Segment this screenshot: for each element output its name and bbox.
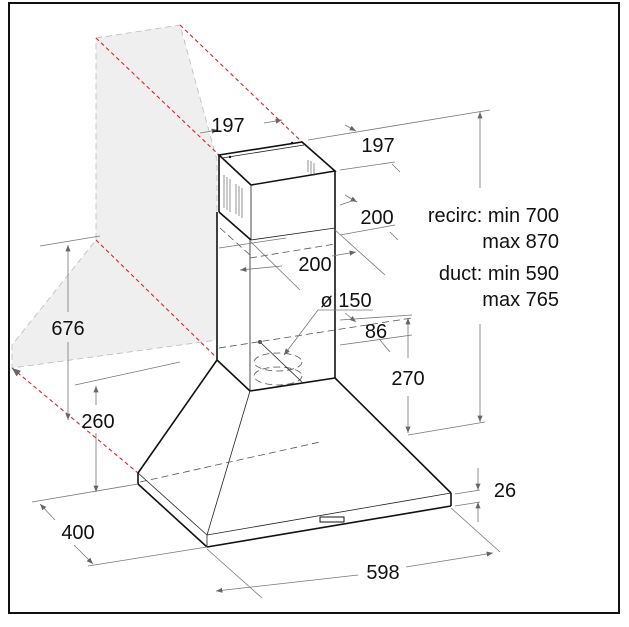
- label-chimney-lower-depth: 200: [360, 207, 393, 229]
- label-recirc-max: max 870: [482, 231, 559, 253]
- control-panel-buttons: [319, 516, 345, 523]
- label-chimney-lower-width: 200: [298, 254, 331, 276]
- hood-body: [137, 141, 452, 548]
- label-chimney-top-width: 197: [211, 115, 244, 137]
- label-duct-min: duct: min 590: [439, 263, 559, 285]
- label-depth: 400: [61, 522, 94, 544]
- label-canopy-height: 270: [391, 368, 424, 390]
- label-duct-max: max 765: [482, 289, 559, 311]
- wall-ghost-outline: [11, 24, 218, 369]
- label-base-thickness: 26: [494, 480, 516, 502]
- label-wall-lower: 260: [81, 411, 114, 433]
- label-recirc-min: recirc: min 700: [428, 205, 559, 227]
- label-outlet-offset: 86: [365, 321, 387, 343]
- label-wall-height: 676: [51, 318, 84, 340]
- label-chimney-top-depth: 197: [361, 135, 394, 157]
- dimension-lines: [31, 109, 501, 599]
- frame-border: [8, 2, 620, 614]
- label-outlet-diameter: ø 150: [320, 290, 371, 312]
- label-width: 598: [366, 562, 399, 584]
